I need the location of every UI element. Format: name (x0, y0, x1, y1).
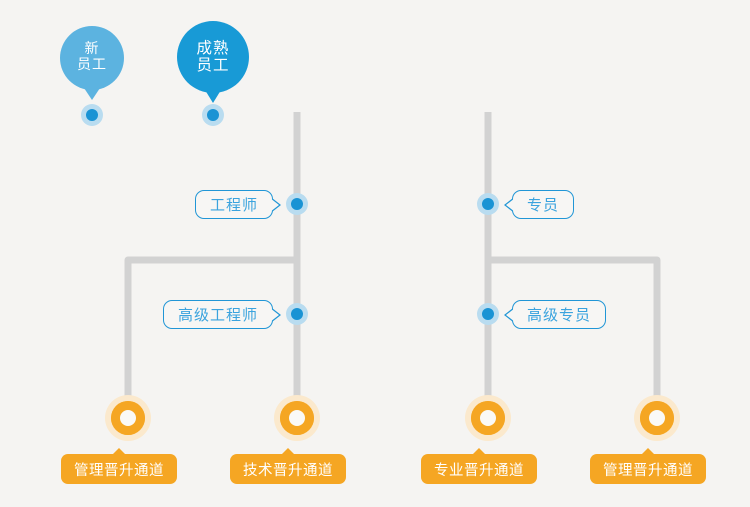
outcome-ring-management-left[interactable] (105, 395, 151, 441)
callout-senior-specialist-beak-inner (506, 307, 515, 322)
callout-senior-engineer-beak-inner (270, 307, 279, 322)
node-dot-senior-specialist[interactable] (477, 303, 499, 325)
stage-pin-new-employee-tail (84, 88, 100, 100)
outcome-chip-professional-label: 专业晋升通道 (434, 462, 524, 479)
outcome-chip-management-right[interactable]: 管理晋升通道 (590, 448, 706, 484)
stage-pin-new-employee-line1: 新 (84, 41, 100, 58)
outcome-chip-technical[interactable]: 技术晋升通道 (230, 448, 346, 484)
node-dot-senior-engineer[interactable] (286, 303, 308, 325)
callout-senior-engineer[interactable]: 高级工程师 (162, 300, 281, 329)
callout-engineer-label: 工程师 (209, 196, 258, 214)
callout-specialist-label: 专员 (527, 196, 560, 214)
timeline-dot-new[interactable] (81, 104, 103, 126)
outcome-ring-technical[interactable] (274, 395, 320, 441)
callout-senior-specialist-label: 高级专员 (527, 306, 592, 324)
stage-pin-mature-employee-tail (205, 90, 221, 103)
stage-pin-new-employee[interactable]: 新 员工 (60, 26, 124, 100)
timeline-dot-mature[interactable] (202, 104, 224, 126)
outcome-chip-nub (472, 448, 486, 455)
outcome-chip-technical-label: 技术晋升通道 (243, 462, 333, 479)
outcome-chip-management-left[interactable]: 管理晋升通道 (61, 448, 177, 484)
outcome-chip-nub (281, 448, 295, 455)
node-dot-specialist[interactable] (477, 193, 499, 215)
outcome-ring-hole (649, 410, 665, 426)
outcome-ring-hole (480, 410, 496, 426)
outcome-chip-nub (641, 448, 655, 455)
stage-pin-new-employee-line2: 员工 (77, 57, 107, 73)
wire-branch-right (488, 256, 661, 418)
outcome-ring-professional[interactable] (465, 395, 511, 441)
callout-engineer[interactable]: 工程师 (194, 190, 281, 219)
outcome-ring-hole (120, 410, 136, 426)
stage-pin-mature-employee-line2: 员工 (196, 56, 230, 74)
outcome-chip-management-left-label: 管理晋升通道 (74, 462, 164, 479)
callout-specialist-beak-inner (506, 197, 515, 212)
callout-specialist[interactable]: 专员 (504, 190, 575, 219)
callout-engineer-beak-inner (270, 197, 279, 212)
outcome-ring-hole (289, 410, 305, 426)
callout-senior-specialist[interactable]: 高级专员 (504, 300, 607, 329)
callout-senior-engineer-label: 高级工程师 (177, 306, 258, 324)
stage-pin-mature-employee-line1: 成熟 (196, 38, 230, 57)
outcome-ring-management-right[interactable] (634, 395, 680, 441)
outcome-chip-nub (112, 448, 126, 455)
node-dot-engineer[interactable] (286, 193, 308, 215)
outcome-chip-professional[interactable]: 专业晋升通道 (421, 448, 537, 484)
wire-branch-left (124, 256, 297, 418)
stage-pin-mature-employee[interactable]: 成熟 员工 (177, 21, 249, 103)
outcome-chip-management-right-label: 管理晋升通道 (603, 462, 693, 479)
